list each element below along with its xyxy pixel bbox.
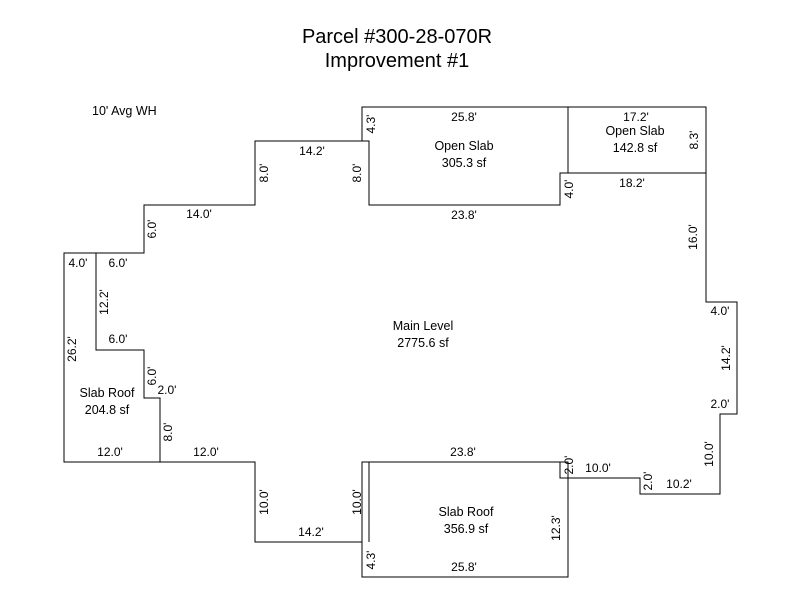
open-slab-2-sf: 142.8 sf: [613, 141, 658, 155]
dim-label: 8.0': [350, 164, 364, 183]
dim-label: 10.2': [666, 477, 692, 491]
avg-wall-height-note: 10' Avg WH: [92, 104, 157, 118]
improvement-title: Improvement #1: [325, 50, 470, 72]
dim-label: 12.3': [549, 515, 563, 541]
dim-label: 10.0': [702, 441, 716, 467]
main-level-name: Main Level: [393, 319, 453, 333]
dim-label: 18.2': [619, 176, 645, 190]
dim-label: 14.0': [186, 207, 212, 221]
dim-label: 12.2': [97, 289, 111, 315]
open-slab-2-outline: [567, 106, 707, 174]
dim-label: 17.2': [623, 110, 649, 124]
dim-label: 26.2': [65, 336, 79, 362]
dim-label: 25.8': [451, 110, 477, 124]
dim-label: 6.0': [145, 367, 159, 386]
dim-label: 16.0': [686, 224, 700, 250]
dim-label: 2.0': [562, 456, 576, 475]
dim-label: 10.0': [585, 461, 611, 475]
open-slab-1-outline: [361, 106, 569, 206]
open-slab-2-name: Open Slab: [605, 124, 664, 138]
dim-label: 10.0': [350, 489, 364, 515]
dim-label: 2.0': [158, 383, 177, 397]
dim-label: 2.0': [641, 472, 655, 491]
open-slab-1-name: Open Slab: [434, 139, 493, 153]
dim-label: 23.8': [451, 208, 477, 222]
slab-roof-left-outline: [95, 253, 161, 462]
slab-roof-bottom-sf: 356.9 sf: [444, 522, 489, 536]
dim-label: 8.0': [161, 423, 175, 442]
dim-label: 14.2': [298, 525, 324, 539]
dim-label: 6.0': [109, 256, 128, 270]
slab-roof-left-sf: 204.8 sf: [85, 403, 130, 417]
dim-label: 14.2': [719, 345, 733, 371]
dim-label: 12.0': [97, 445, 123, 459]
dim-label: 4.3': [364, 115, 378, 134]
main-level-sf: 2775.6 sf: [397, 336, 449, 350]
dim-label: 8.3': [687, 131, 701, 150]
parcel-title: Parcel #300-28-070R: [302, 26, 492, 48]
dim-label: 6.0': [109, 332, 128, 346]
open-slab-1-sf: 305.3 sf: [442, 156, 487, 170]
dim-label: 8.0': [257, 164, 271, 183]
slab-roof-bottom-name: Slab Roof: [439, 505, 494, 519]
dim-label: 4.0': [711, 304, 730, 318]
dim-label: 6.0': [145, 220, 159, 239]
dim-label: 2.0': [711, 397, 730, 411]
dim-label: 10.0': [257, 489, 271, 515]
dim-label: 23.8': [450, 445, 476, 459]
slab-roof-left-name: Slab Roof: [80, 386, 135, 400]
dim-label: 25.8': [451, 560, 477, 574]
slab-roof-bottom-outline: [361, 461, 569, 578]
dim-label: 4.3': [364, 551, 378, 570]
dim-label: 14.2': [299, 144, 325, 158]
dim-label: 12.0': [193, 445, 219, 459]
dim-label: 4.0': [69, 256, 88, 270]
dim-label: 4.0': [562, 180, 576, 199]
